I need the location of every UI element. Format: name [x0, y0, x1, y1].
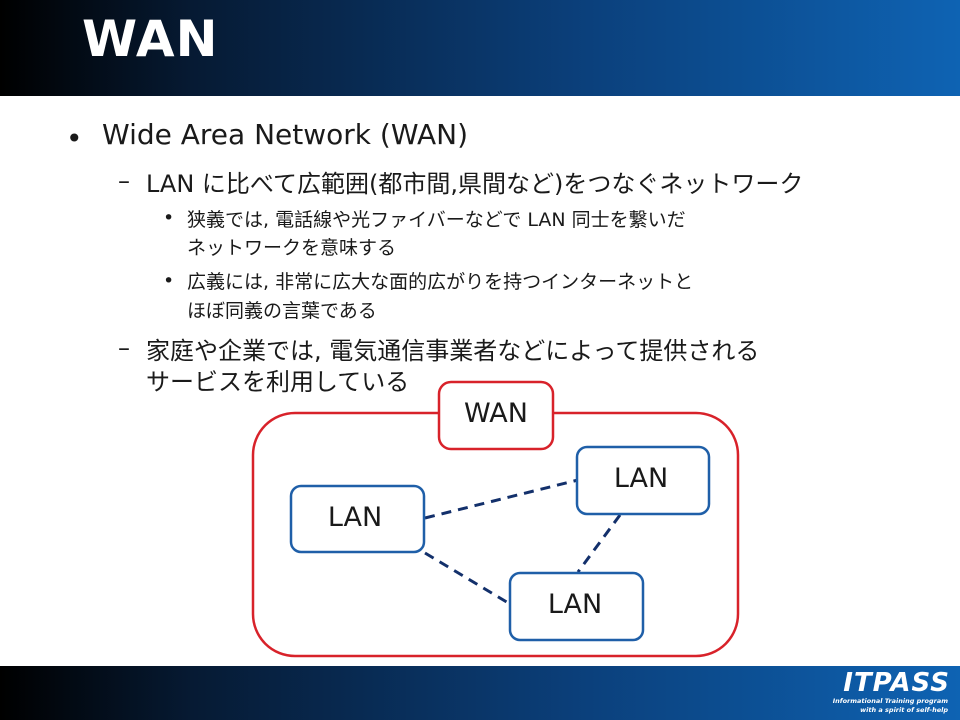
dash-level2b: – [118, 334, 130, 362]
title-bar: WAN [0, 0, 960, 96]
wan-label-box [437, 380, 555, 451]
link-topright-bottom [576, 514, 622, 573]
itpass-logo: ITPASS [843, 668, 950, 698]
bullet-text-level2a: LAN に比べて広範囲(都市間,県間など)をつなぐネットワーク [146, 170, 804, 198]
dash-level2a: – [118, 167, 130, 195]
bullet-text-level2b-line2: サービスを利用している [146, 368, 410, 396]
bullet-level1: • [66, 122, 83, 155]
footer-bar [0, 666, 960, 720]
bullet-text-level3b-line2: ほぼ同義の言葉である [187, 300, 377, 322]
link-left-bottom [424, 551, 511, 606]
bullet-text-level3b-line1: 広義には, 非常に広大な面的広がりを持つインターネットと [187, 271, 694, 293]
slide-title: WAN [82, 10, 219, 68]
bullet-level3b: • [163, 270, 175, 292]
wan-label: WAN [464, 398, 528, 429]
logo-tagline-1: Informational Training program [832, 697, 948, 705]
bullet-text-level1: Wide Area Network (WAN) [102, 118, 468, 151]
lan-box-top-right [575, 445, 711, 516]
lan-box-bottom [508, 571, 645, 642]
bullet-level3a: • [163, 207, 175, 229]
bullet-text-level3a-line1: 狭義では, 電話線や光ファイバーなどで LAN 同士を繋いだ [187, 209, 686, 231]
lan-box-left [289, 484, 426, 554]
lan-label-left: LAN [328, 502, 382, 533]
lan-label-top-right: LAN [614, 463, 668, 494]
logo-tagline-2: with a spirit of self-help [860, 706, 948, 714]
link-left-topright [424, 478, 579, 520]
bullet-text-level3a-line2: ネットワークを意味する [187, 237, 397, 259]
lan-label-bottom: LAN [548, 589, 602, 620]
bullet-text-level2b-line1: 家庭や企業では, 電気通信事業者などによって提供される [146, 337, 760, 365]
